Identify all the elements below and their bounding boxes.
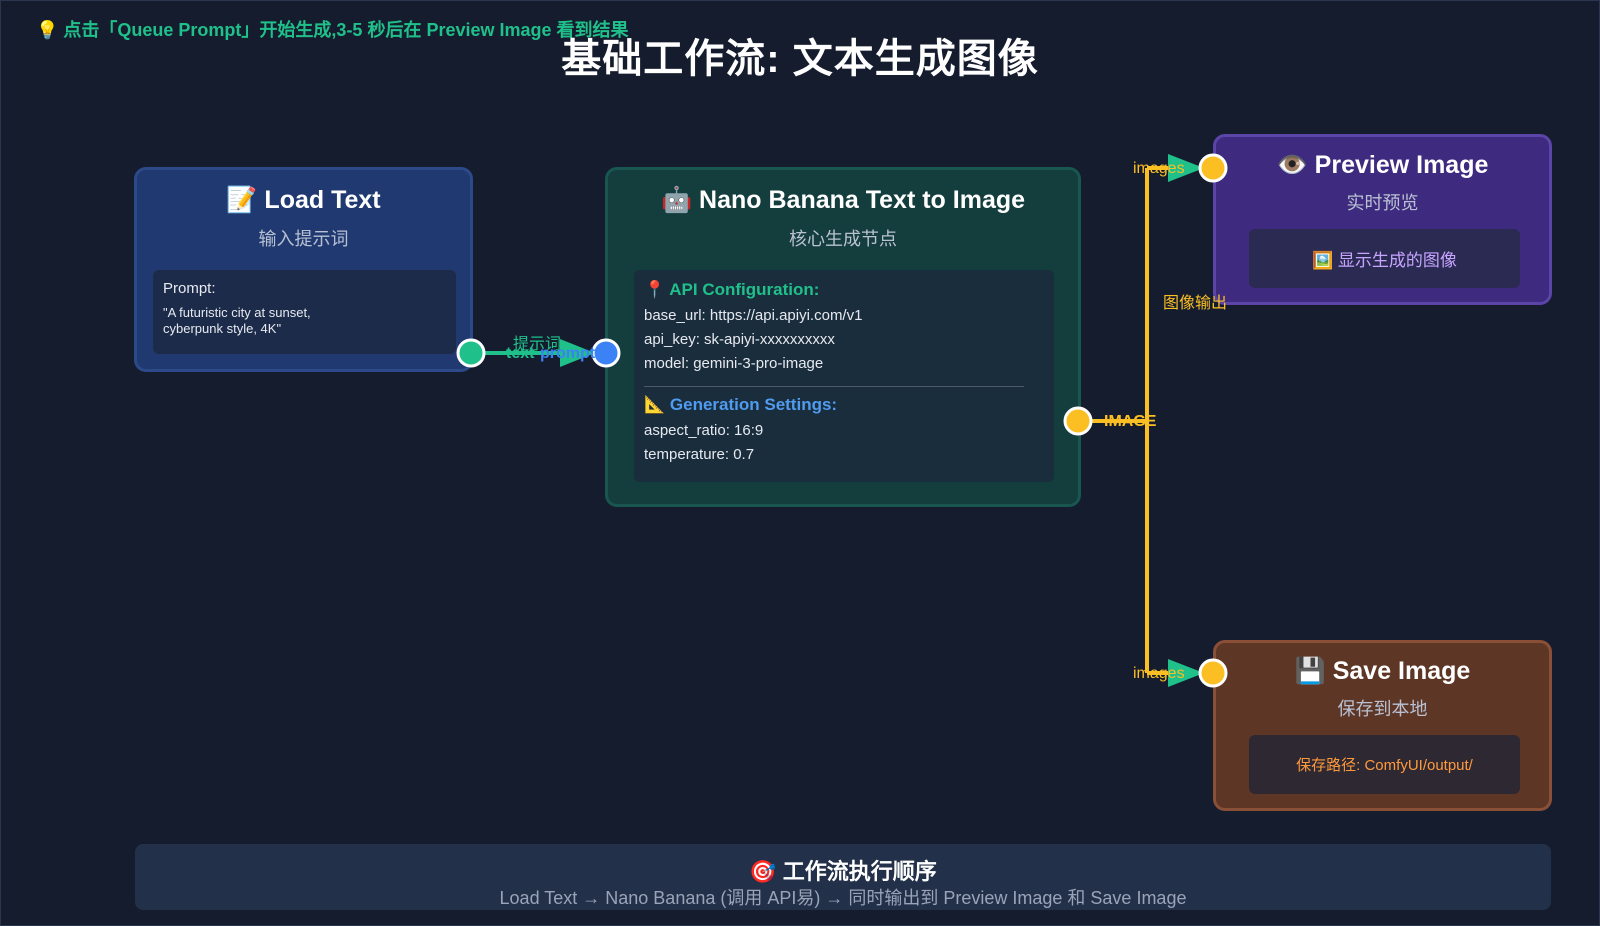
- temperature-value[interactable]: temperature: 0.7: [644, 446, 755, 463]
- load-text-output-port[interactable]: [456, 338, 486, 368]
- execution-order-text: Load Text → Nano Banana (调用 API易) → 同时输出…: [499, 888, 1187, 908]
- nano-title: 🤖 Nano Banana Text to Image: [660, 186, 1026, 214]
- nano-prompt-input-port[interactable]: [591, 338, 621, 368]
- save-title: 💾 Save Image: [1294, 657, 1471, 685]
- preview-box: 🖼️ 显示生成的图像: [1249, 229, 1520, 288]
- image-output-label: 图像输出: [1163, 295, 1228, 312]
- save-path-box: 保存路径: ComfyUI/output/: [1249, 735, 1520, 794]
- generation-settings-title: 📐 Generation Settings:: [644, 395, 838, 414]
- hint-text: 💡 点击「Queue Prompt」开始生成,3-5 秒后在 Preview I…: [36, 20, 629, 40]
- image-port-label: IMAGE: [1104, 413, 1157, 430]
- prompt-label: Prompt:: [163, 280, 216, 297]
- nano-config-box: 📍 API Configuration: base_url: https://a…: [634, 270, 1054, 482]
- nano-image-output-port[interactable]: [1063, 406, 1093, 436]
- preview-image-node[interactable]: 👁️ Preview Image 实时预览 🖼️ 显示生成的图像: [1213, 134, 1552, 305]
- prompt-box[interactable]: Prompt: "A futuristic city at sunset, cy…: [153, 270, 456, 354]
- nano-banana-node[interactable]: 🤖 Nano Banana Text to Image 核心生成节点 📍 API…: [605, 167, 1081, 507]
- prompt-arrowhead: [560, 339, 595, 367]
- load-text-subtitle: 输入提示词: [258, 229, 349, 249]
- text-port-label: text: [506, 345, 535, 362]
- prompt-value[interactable]: "A futuristic city at sunset, cyberpunk …: [163, 305, 311, 336]
- save-subtitle: 保存到本地: [1337, 699, 1428, 719]
- save-image-node[interactable]: 💾 Save Image 保存到本地 保存路径: ComfyUI/output/: [1213, 640, 1552, 811]
- execution-order-panel: 🎯 工作流执行顺序 Load Text → Nano Banana (调用 AP…: [135, 844, 1551, 910]
- config-divider: [644, 386, 1024, 387]
- save-arrowhead: [1168, 659, 1204, 687]
- execution-order-title: 🎯 工作流执行顺序: [749, 859, 937, 884]
- preview-title: 👁️ Preview Image: [1276, 151, 1489, 179]
- model-value[interactable]: model: gemini-3-pro-image: [644, 355, 824, 372]
- load-text-title: 📝 Load Text: [226, 186, 381, 214]
- preview-images-input-port[interactable]: [1198, 153, 1228, 183]
- preview-images-label: images: [1133, 160, 1185, 177]
- page-title: 基础工作流: 文本生成图像: [561, 37, 1039, 81]
- api-config-title: 📍 API Configuration:: [644, 280, 820, 299]
- load-text-node[interactable]: 📝 Load Text 输入提示词 Prompt: "A futuristic …: [134, 167, 473, 372]
- preview-subtitle: 实时预览: [1346, 193, 1419, 213]
- nano-subtitle: 核心生成节点: [789, 229, 897, 249]
- prompt-port-label: prompt: [540, 345, 596, 362]
- save-images-input-port[interactable]: [1198, 658, 1228, 688]
- base-url-value[interactable]: base_url: https://api.apiyi.com/v1: [644, 307, 863, 324]
- prompt-wire-label: 提示词: [513, 336, 562, 353]
- aspect-ratio-value[interactable]: aspect_ratio: 16:9: [644, 422, 764, 439]
- save-images-label: images: [1133, 665, 1185, 682]
- preview-arrowhead: [1168, 154, 1204, 182]
- api-key-value[interactable]: api_key: sk-apiyi-xxxxxxxxxx: [644, 331, 835, 348]
